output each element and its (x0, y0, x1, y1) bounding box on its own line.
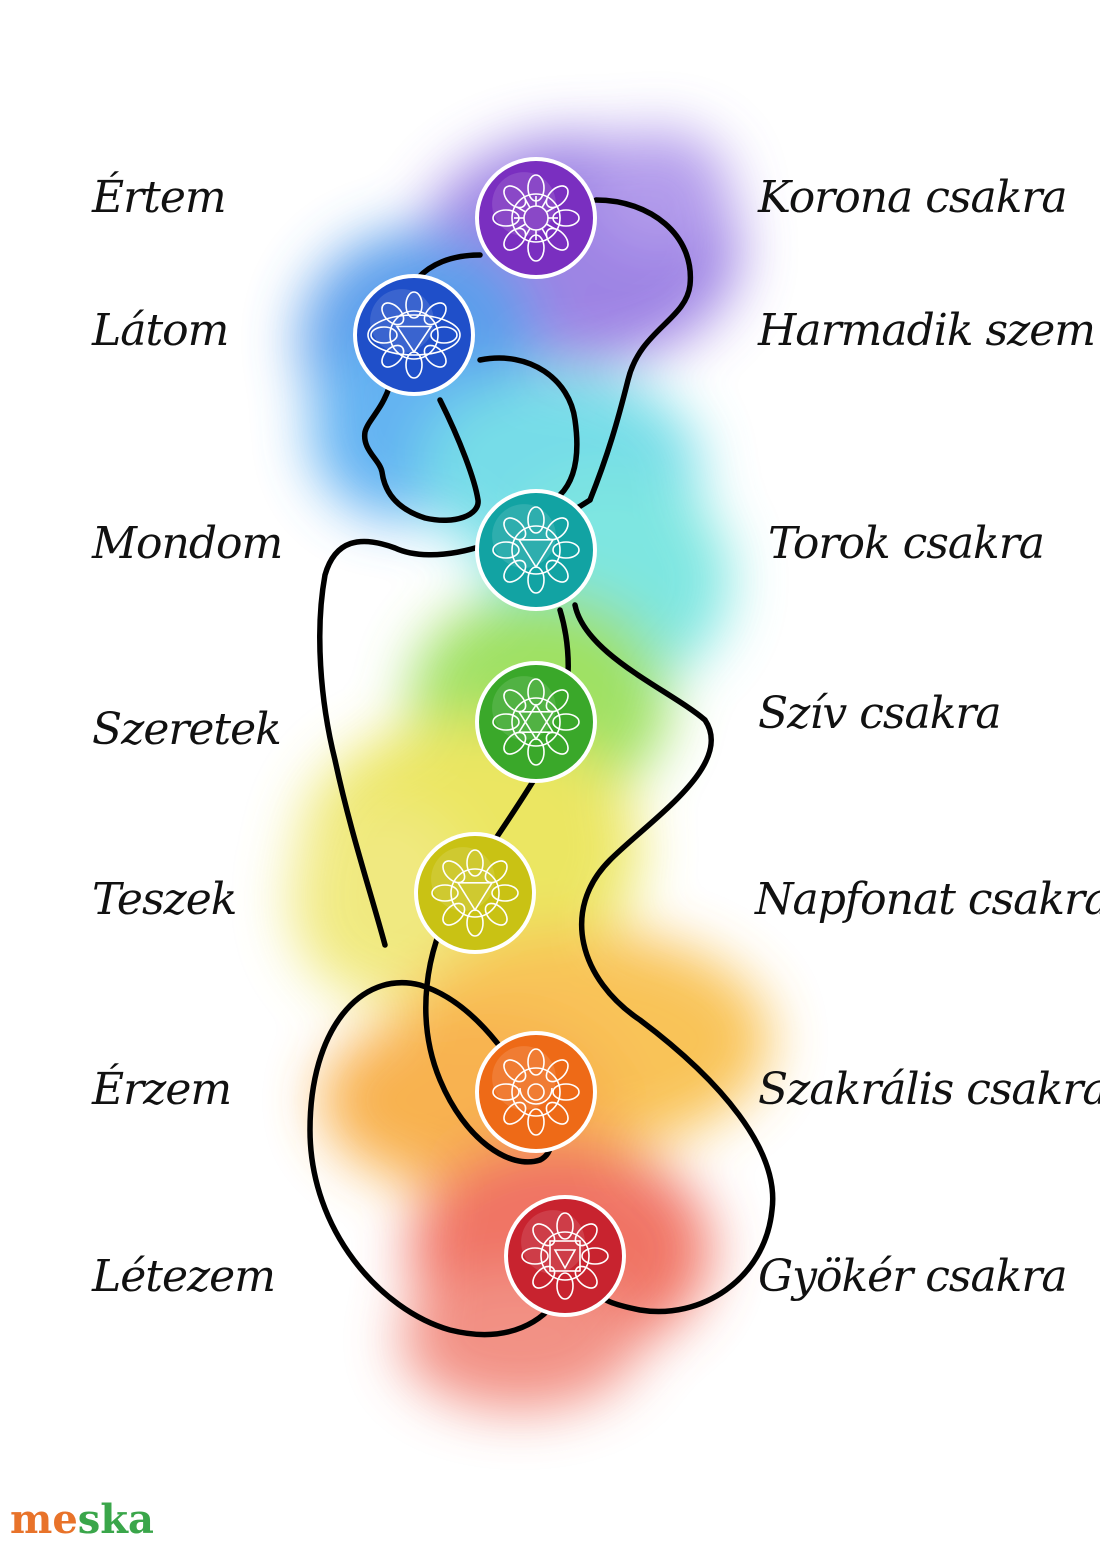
meska-logo: meska (10, 1500, 154, 1540)
third-eye-om-icon (367, 291, 461, 379)
root-square-icon (521, 1212, 609, 1300)
label-left-6: Érzem (92, 1064, 232, 1115)
label-left-7: Létezem (92, 1251, 276, 1302)
heart-star-icon (492, 678, 580, 766)
chakra-circle-6 (475, 1031, 597, 1153)
chakra-circle-7 (504, 1195, 626, 1317)
label-right-7: Gyökér csakra (758, 1251, 1068, 1302)
label-right-3: Torok csakra (768, 518, 1045, 569)
solar-triangle-icon (431, 849, 519, 937)
throat-triangle-icon (492, 506, 580, 594)
chakra-circle-1 (475, 157, 597, 279)
label-right-1: Korona csakra (758, 172, 1068, 223)
chakra-circle-5 (414, 832, 536, 954)
label-left-2: Látom (92, 305, 229, 356)
label-right-4: Szív csakra (758, 688, 1002, 739)
chakra-circle-2 (353, 274, 475, 396)
logo-part-ska: ska (77, 1496, 154, 1543)
label-left-3: Mondom (92, 518, 283, 569)
label-right-6: Szakrális csakra (758, 1064, 1100, 1115)
label-left-5: Teszek (92, 874, 237, 925)
label-left-1: Értem (92, 172, 227, 223)
chakra-circle-4 (475, 661, 597, 783)
logo-part-me: me (10, 1496, 78, 1543)
label-left-4: Szeretek (92, 704, 282, 755)
label-right-2: Harmadik szem (758, 305, 1096, 356)
crown-lotus-icon (492, 174, 580, 262)
chakra-circle-3 (475, 489, 597, 611)
sacral-crescent-icon (492, 1048, 580, 1136)
label-right-5: Napfonat csakra (755, 874, 1100, 925)
